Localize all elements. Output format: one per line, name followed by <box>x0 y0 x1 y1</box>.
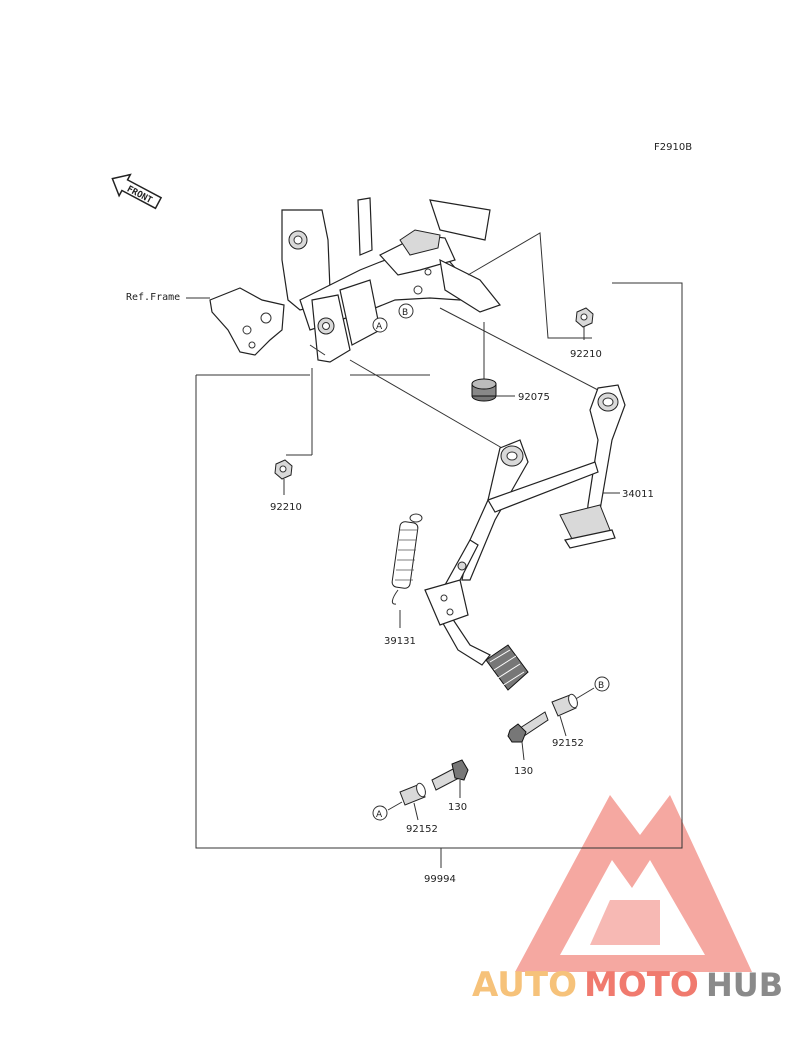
label-bolt-b: 130 <box>514 766 533 777</box>
label-collar-b: 92152 <box>552 738 584 749</box>
collar-a: 92152 <box>399 782 438 835</box>
bolt-a: 130 <box>431 759 469 813</box>
return-spring: 39131 <box>384 513 423 647</box>
stand-pedal <box>424 539 529 691</box>
marker-a-frame: A <box>372 317 388 333</box>
label-nut-upper: 92210 <box>570 349 602 360</box>
label-center-stand: 34011 <box>622 489 654 500</box>
svg-text:A: A <box>376 322 383 332</box>
label-nut-left: 92210 <box>270 502 302 513</box>
watermark-moto: MOTO <box>584 965 699 1005</box>
watermark-auto: AUTO <box>472 965 577 1005</box>
marker-a-lower: A <box>372 801 403 821</box>
figure-code: F2910B <box>654 142 692 153</box>
label-spring: 39131 <box>384 636 416 647</box>
watermark-g-shape <box>590 900 660 945</box>
svg-text:B: B <box>402 308 408 318</box>
marker-b-frame: B <box>398 303 414 319</box>
nut-upper: 92210 <box>570 307 602 360</box>
watermark-logo <box>515 795 752 972</box>
watermark-text: AUTO MOTO HUB <box>472 965 783 1005</box>
ref-frame-label: Ref.Frame <box>126 292 180 303</box>
svg-text:A: A <box>376 810 383 820</box>
front-arrow-icon: FRONT <box>111 173 163 210</box>
label-bolt-a: 130 <box>448 802 467 813</box>
leader-lines <box>195 232 683 868</box>
watermark-triangle <box>515 795 752 972</box>
nut-left: 92210 <box>270 459 302 513</box>
bolt-b: 130 <box>507 711 549 777</box>
label-kit: 99994 <box>424 874 456 885</box>
collar-b: 92152 <box>551 693 584 749</box>
frame-bracket <box>209 197 501 363</box>
watermark-hub: HUB <box>706 966 783 1004</box>
marker-b-lower: B <box>573 676 610 701</box>
center-stand: 34011 <box>461 384 654 581</box>
label-collar-a: 92152 <box>406 824 438 835</box>
svg-text:B: B <box>598 681 604 691</box>
rubber-damper: 92075 <box>471 378 550 403</box>
label-damper: 92075 <box>518 392 550 403</box>
